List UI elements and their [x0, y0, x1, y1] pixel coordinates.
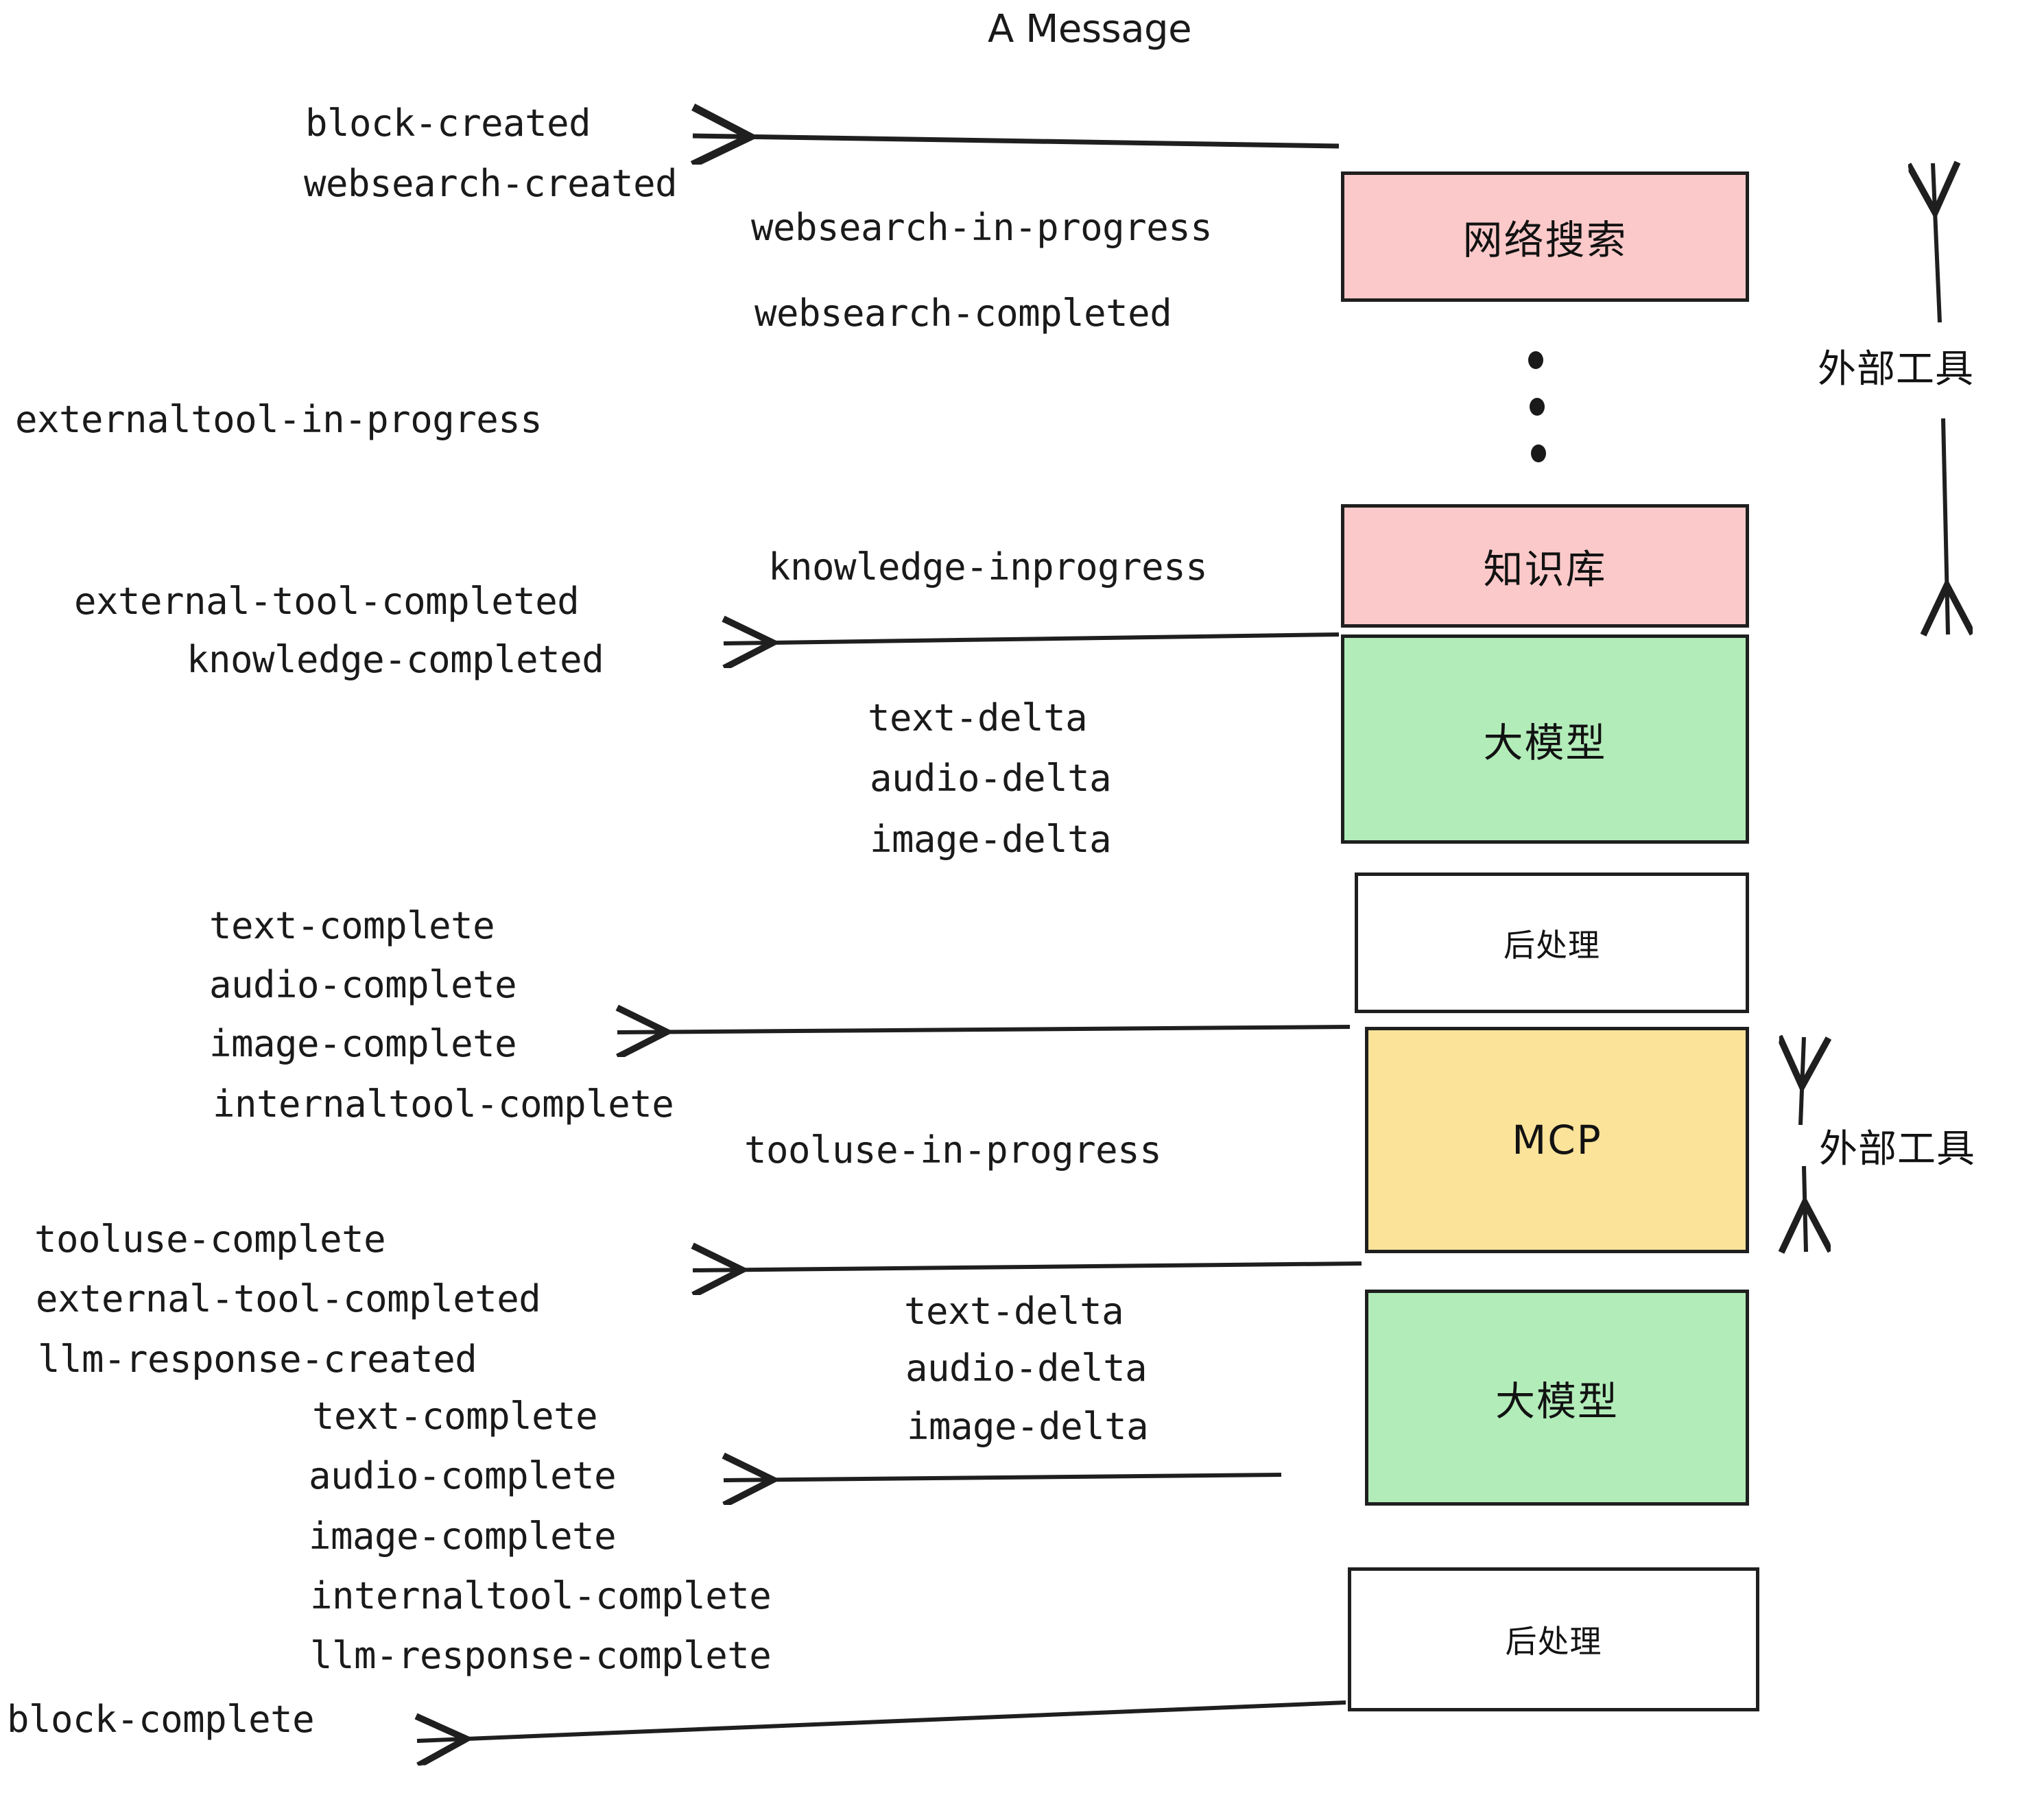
- arrow-post-to-imagecomplete: [617, 1027, 1351, 1032]
- event-label: llm-response-complete: [310, 1634, 772, 1677]
- event-label: external-tool-completed: [36, 1277, 541, 1320]
- node-box-postprocess-upper[interactable]: 后处理: [1355, 873, 1749, 1013]
- event-label: websearch-in-progress: [751, 206, 1213, 249]
- node-label: MCP: [1512, 1117, 1602, 1163]
- event-label: websearch-created: [304, 162, 678, 205]
- ellipsis-dot-icon: [1531, 444, 1546, 462]
- event-label: audio-delta: [905, 1346, 1148, 1390]
- event-label: image-complete: [209, 1022, 517, 1065]
- arrow-llm-to-audiocomplete: [724, 1475, 1282, 1480]
- event-label: tooluse-complete: [34, 1218, 386, 1261]
- group-label-external-tools-lower: 外部工具: [1819, 1127, 1975, 1172]
- node-label: 知识库: [1483, 546, 1607, 593]
- event-label: audio-complete: [209, 963, 517, 1006]
- event-label: knowledge-inprogress: [768, 545, 1208, 589]
- arrow-external-tools-lower-up: [1801, 1037, 1804, 1126]
- node-box-websearch[interactable]: 网络搜索: [1341, 171, 1749, 302]
- event-label: block-created: [305, 102, 591, 145]
- event-label: image-delta: [870, 818, 1112, 861]
- event-label: knowledge-completed: [187, 638, 604, 681]
- node-label: 后处理: [1504, 926, 1600, 964]
- event-label: websearch-completed: [754, 292, 1172, 335]
- node-label: 大模型: [1483, 719, 1607, 766]
- node-box-postprocess-lower[interactable]: 后处理: [1348, 1567, 1759, 1711]
- event-label: text-complete: [209, 904, 495, 947]
- event-label: internaltool-complete: [310, 1574, 772, 1617]
- event-label: externaltool-in-progress: [15, 398, 543, 441]
- arrow-knowledge-to-completed: [724, 634, 1340, 643]
- event-label: text-delta: [904, 1290, 1124, 1333]
- event-label: image-delta: [907, 1405, 1149, 1448]
- ellipsis-dot-icon: [1530, 398, 1545, 416]
- event-label: audio-complete: [309, 1454, 617, 1497]
- page-title: A Message: [988, 7, 1192, 51]
- node-box-mcp[interactable]: MCP: [1365, 1027, 1749, 1253]
- node-box-knowledge[interactable]: 知识库: [1341, 504, 1749, 628]
- ellipsis-dot-icon: [1528, 351, 1543, 369]
- arrow-external-tools-upper-up: [1933, 163, 1940, 323]
- event-label: text-complete: [312, 1394, 598, 1438]
- node-box-llm-lower[interactable]: 大模型: [1365, 1290, 1749, 1506]
- event-label: block-complete: [7, 1698, 315, 1741]
- event-label: text-delta: [868, 696, 1088, 739]
- group-label-external-tools-upper: 外部工具: [1818, 347, 1974, 392]
- node-label: 后处理: [1505, 1623, 1602, 1660]
- event-label: external-tool-completed: [74, 580, 580, 623]
- node-box-llm-upper[interactable]: 大模型: [1341, 634, 1749, 844]
- node-label: 大模型: [1495, 1377, 1619, 1425]
- event-label: audio-delta: [870, 757, 1112, 800]
- arrow-websearch-to-blockcreated: [693, 136, 1340, 146]
- event-label: llm-response-created: [38, 1338, 477, 1381]
- arrow-post-to-blockcomplete: [417, 1700, 1346, 1741]
- arrow-external-tools-lower-down: [1804, 1165, 1806, 1252]
- arrow-external-tools-upper-down: [1943, 418, 1948, 634]
- arrow-mcp-to-tooluse-complete: [693, 1263, 1362, 1270]
- event-label: internaltool-complete: [213, 1082, 674, 1126]
- event-label: tooluse-in-progress: [744, 1128, 1162, 1172]
- node-label: 网络搜索: [1462, 217, 1628, 263]
- event-label: image-complete: [309, 1515, 617, 1558]
